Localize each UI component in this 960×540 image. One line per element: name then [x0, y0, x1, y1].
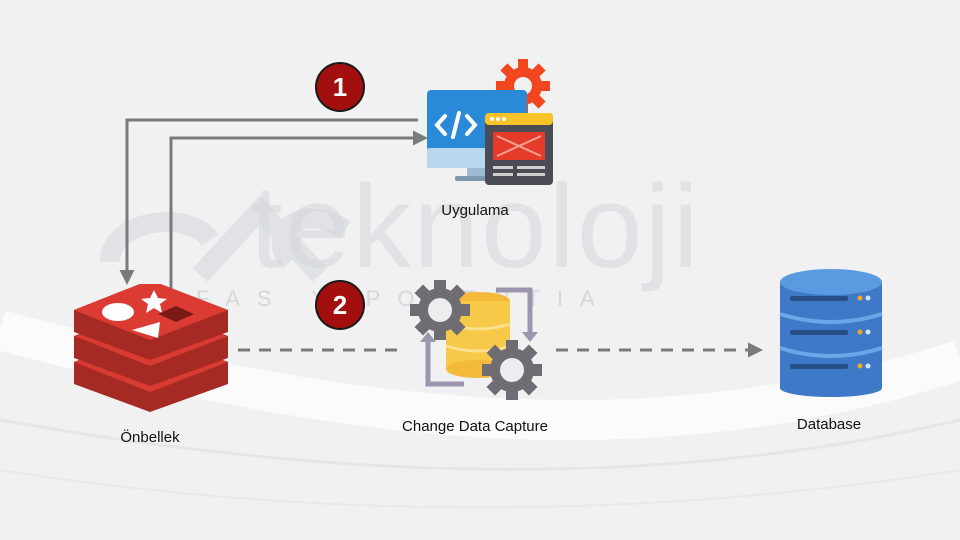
step-badge-1: 1: [315, 62, 365, 112]
node-label-app: Uygulama: [441, 202, 509, 219]
watermark-brand: teknoloji: [250, 161, 701, 293]
database-cylinder-icon: [779, 269, 883, 397]
redis-stack-icon: [74, 284, 228, 412]
sync-gears-icon: [410, 280, 542, 400]
code-window-icon: [427, 59, 553, 185]
node-label-cache: Önbellek: [120, 429, 180, 446]
step-badge-2: 2: [315, 280, 365, 330]
arrow-cache-to-app: [169, 130, 428, 290]
arrow-app-to-cache: [119, 118, 418, 285]
node-label-database: Database: [796, 416, 862, 433]
node-label-cdc: Change Data Capture: [402, 418, 548, 435]
